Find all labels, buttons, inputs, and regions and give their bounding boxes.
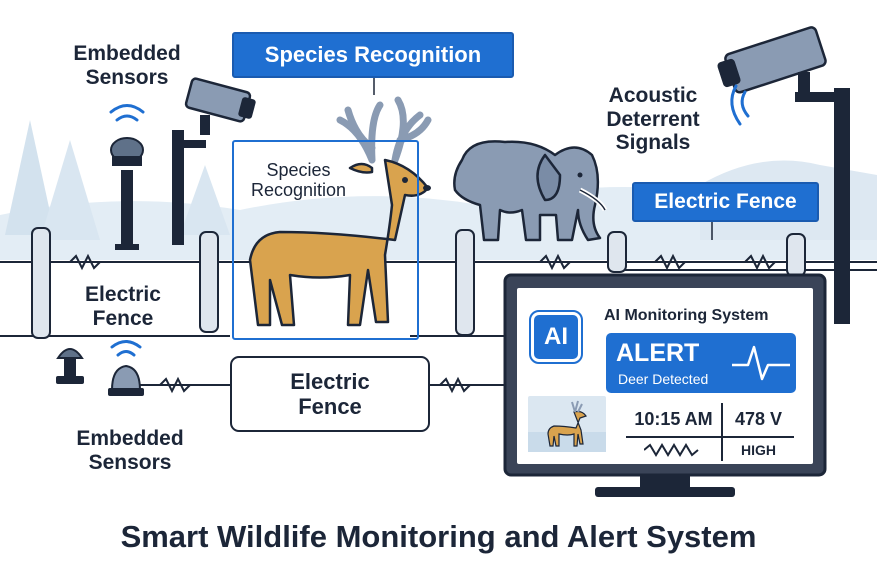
embedded-sensors-label-bottom: Embedded Sensors bbox=[76, 427, 184, 474]
elephant-icon bbox=[453, 140, 608, 242]
species-recognition-callout: Species Recognition bbox=[232, 32, 514, 78]
camera-icon bbox=[172, 77, 256, 245]
level-cell: HIGH bbox=[722, 437, 794, 461]
time-cell: 10:15 AM bbox=[626, 403, 722, 437]
signal-cell bbox=[626, 437, 722, 461]
species-recognition-inner-label: Species Recognition bbox=[250, 160, 347, 201]
camera-icon bbox=[717, 26, 850, 324]
deer-icon bbox=[528, 400, 606, 452]
sensor-icon bbox=[108, 364, 144, 396]
waveform-icon bbox=[643, 442, 699, 457]
sensor-icon bbox=[110, 137, 144, 250]
monitor-title: AI Monitoring System bbox=[604, 307, 769, 324]
waveform-icon bbox=[732, 345, 790, 381]
sensor-icon bbox=[56, 348, 84, 384]
fence-posts bbox=[31, 227, 806, 339]
alert-panel: ALERT Deer Detected bbox=[606, 333, 796, 393]
deer-thumbnail bbox=[528, 396, 606, 452]
electric-fence-label-left: Electric Fence bbox=[58, 283, 188, 331]
signal-waves-icon bbox=[110, 340, 142, 357]
electric-fence-box: Electric Fence bbox=[230, 356, 430, 432]
diagram-title: Smart Wildlife Monitoring and Alert Syst… bbox=[120, 519, 757, 554]
species-recognition-frame bbox=[232, 140, 419, 340]
signal-waves-icon bbox=[730, 84, 750, 126]
alert-heading: ALERT bbox=[616, 339, 700, 367]
deer-icon bbox=[248, 96, 432, 327]
alert-message: Deer Detected bbox=[618, 371, 709, 387]
connector-lines bbox=[373, 77, 713, 240]
signal-waves-icon bbox=[109, 104, 145, 122]
acoustic-deterrent-label: Acoustic Deterrent Signals bbox=[606, 84, 700, 155]
embedded-sensors-label-top: Embedded Sensors bbox=[73, 42, 181, 89]
electric-fence-callout: Electric Fence bbox=[632, 182, 819, 222]
voltage-cell: 478 V bbox=[722, 403, 794, 437]
ai-badge: AI bbox=[529, 310, 583, 364]
